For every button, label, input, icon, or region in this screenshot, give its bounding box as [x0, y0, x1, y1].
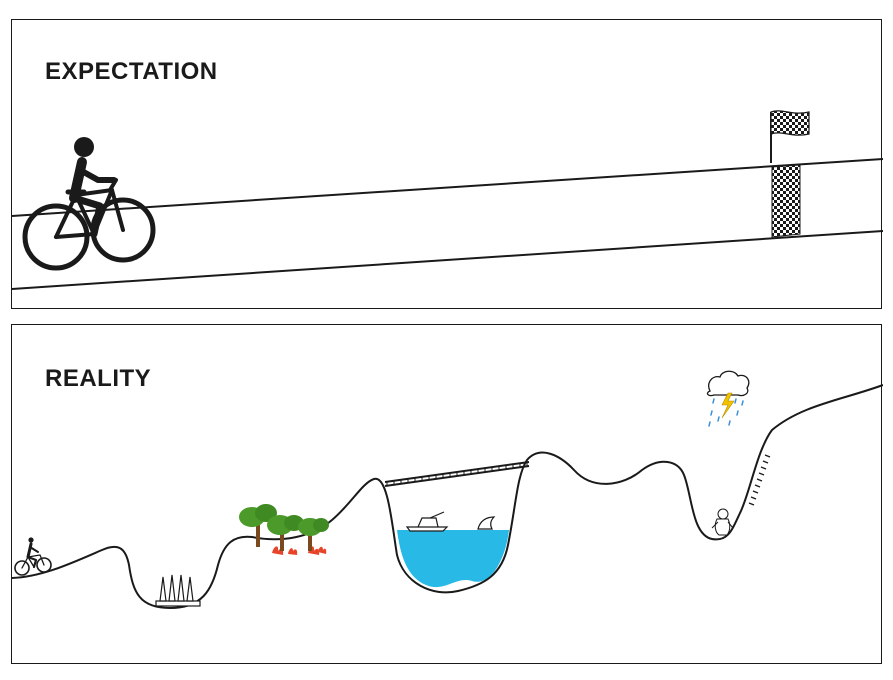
water-pit-icon — [397, 530, 509, 588]
finish-line-icon — [771, 164, 801, 238]
trees-icon — [239, 504, 329, 551]
bicycle-rider-icon — [14, 537, 52, 576]
spikes-icon — [155, 574, 201, 607]
rain-icon — [708, 398, 744, 427]
panel-title: EXPECTATION — [45, 58, 218, 85]
reality-panel: REALITY — [11, 324, 883, 664]
bridge-icon — [384, 461, 530, 487]
straight-road — [12, 158, 883, 290]
ladder-rungs — [748, 454, 771, 506]
storm-cloud-icon — [706, 370, 750, 427]
bicycle-rider-icon — [22, 137, 156, 271]
reality-scene — [12, 370, 883, 609]
expectation-scene — [12, 110, 883, 290]
boat-icon — [405, 511, 449, 532]
yeti-icon — [711, 508, 734, 536]
checkered-flag-icon — [770, 110, 810, 163]
lightning-icon — [721, 392, 735, 419]
bumpy-road — [12, 384, 883, 609]
panel-title: REALITY — [45, 365, 152, 392]
shark-fin-icon — [477, 516, 496, 530]
expectation-panel: EXPECTATION — [11, 19, 883, 309]
